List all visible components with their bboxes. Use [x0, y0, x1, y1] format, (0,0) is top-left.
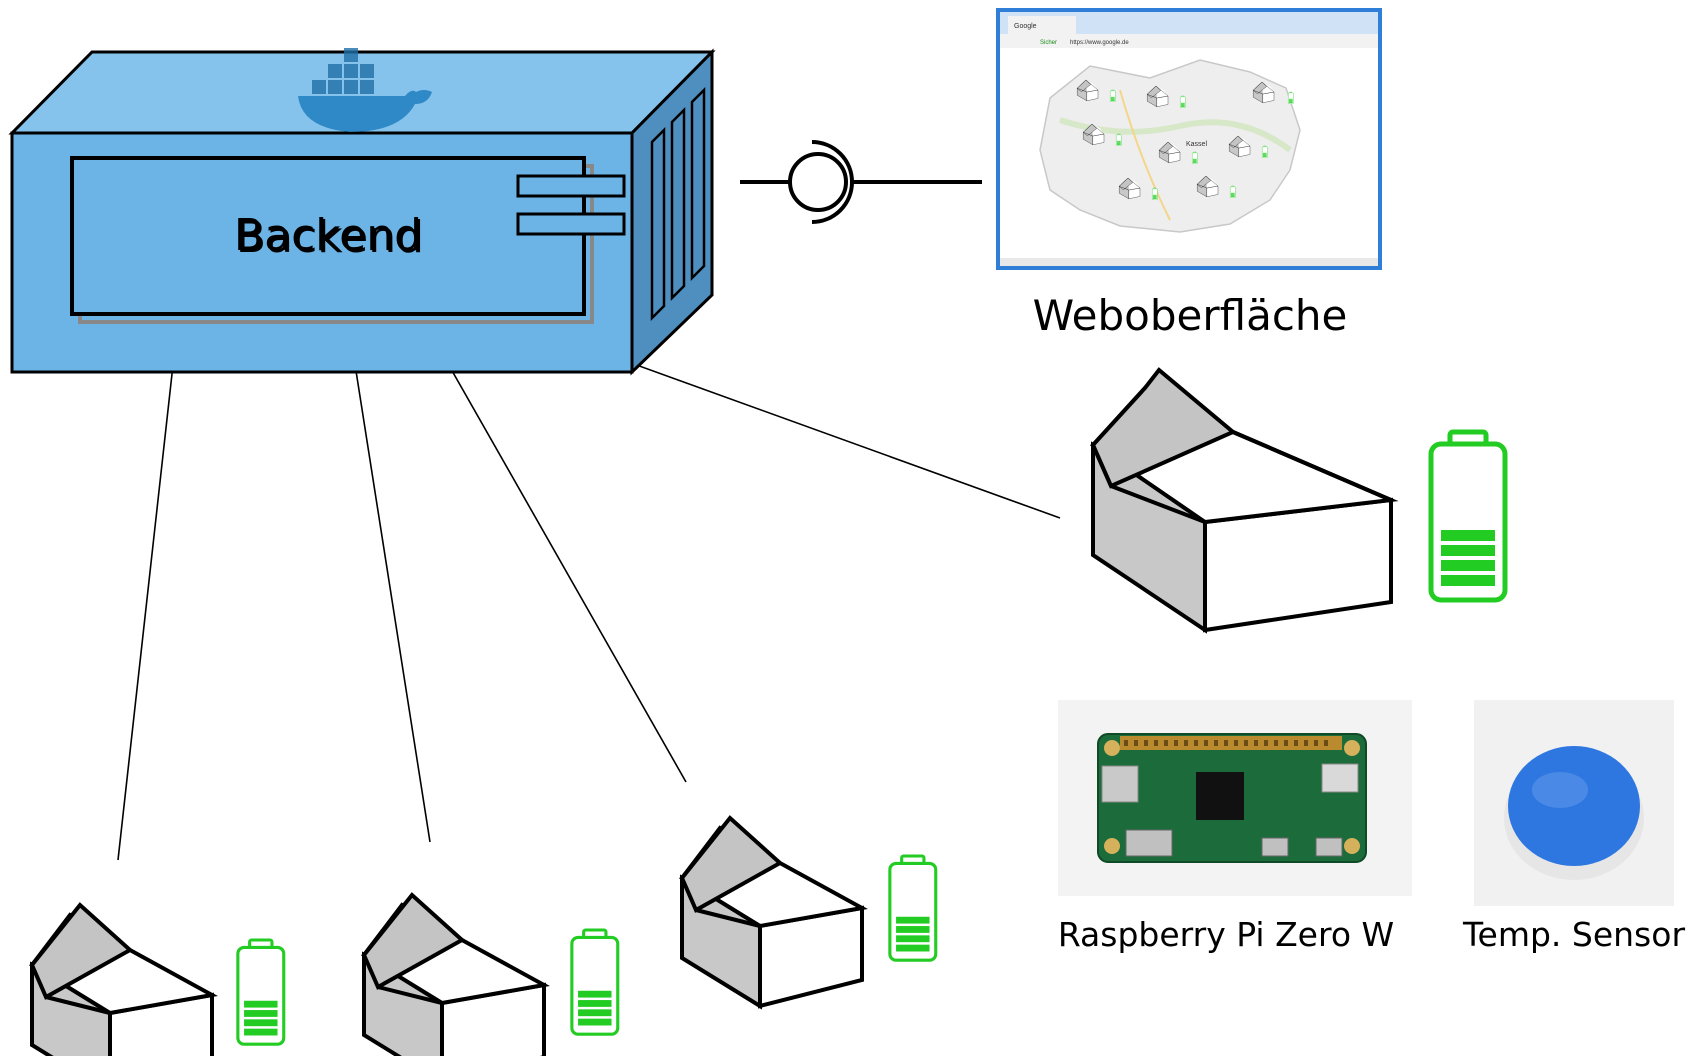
battery-icon — [1431, 432, 1505, 600]
battery-icon — [888, 854, 938, 962]
container-ribs — [650, 86, 706, 322]
raspberry-pi-label: Raspberry Pi Zero W — [1058, 915, 1394, 954]
backend-container: Backend Backend — [8, 48, 716, 376]
house-icon — [679, 815, 868, 1010]
ball-and-socket-interface-icon — [740, 140, 982, 224]
secure-label: Sicher — [1040, 40, 1057, 46]
connection-lines — [117, 317, 1061, 861]
backend-component-box — [70, 156, 586, 316]
docker-whale-icon — [298, 48, 432, 132]
browser-tab-title: Google — [1014, 23, 1037, 30]
link-house-1 — [117, 319, 179, 861]
web-ui-screenshot: Google Sicher https://www.google.de Kass… — [996, 8, 1382, 270]
temperature-sensor-image — [1474, 700, 1674, 906]
backend-label: Backend — [234, 210, 422, 261]
battery-icon — [570, 928, 620, 1036]
component-port-bottom — [516, 212, 626, 236]
raspberry-pi-board-image — [1058, 700, 1412, 896]
house-icon — [1089, 367, 1399, 634]
component-port-top — [516, 174, 626, 198]
house-icon — [361, 892, 550, 1056]
map-city-label: Kassel — [1186, 141, 1207, 148]
house-icon — [29, 902, 218, 1056]
link-house-2 — [347, 319, 431, 843]
link-house-3 — [421, 317, 687, 783]
battery-icon — [236, 938, 286, 1046]
svg-text:Backend: Backend — [236, 212, 424, 263]
browser-url: https://www.google.de — [1070, 40, 1129, 46]
temp-sensor-label: Temp. Sensor — [1462, 915, 1685, 954]
web-ui-label: Weboberfläche — [1033, 291, 1348, 340]
